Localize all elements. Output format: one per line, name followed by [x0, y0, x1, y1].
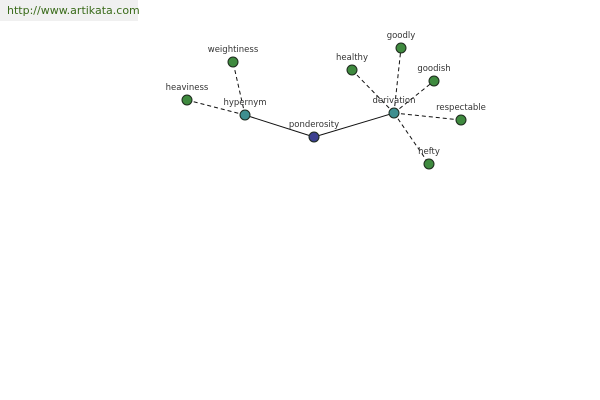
node-label-goodish[interactable]: goodish	[417, 64, 450, 74]
node-label-goodly[interactable]: goodly	[387, 31, 416, 41]
edge-derivation-hefty	[393, 112, 430, 165]
node-label-respectable[interactable]: respectable	[436, 103, 486, 113]
node-label-ponderosity[interactable]: ponderosity	[289, 120, 339, 130]
edge-ponderosity-hypernym	[244, 114, 315, 138]
site-url-link[interactable]: http://www.artikata.com	[7, 4, 140, 17]
label-layer: ponderosity hypernym derivation weightiness…	[166, 31, 486, 157]
edge-ponderosity-derivation	[313, 112, 395, 138]
node-layer	[181, 42, 467, 170]
node-healthy[interactable]	[346, 64, 358, 76]
node-label-heaviness[interactable]: heaviness	[166, 83, 209, 93]
node-label-hefty[interactable]: hefty	[418, 147, 440, 157]
node-heaviness[interactable]	[181, 94, 193, 106]
url-bar: http://www.artikata.com	[0, 0, 140, 21]
node-label-weightiness[interactable]: weightiness	[208, 45, 259, 55]
node-label-derivation[interactable]: derivation	[372, 96, 415, 106]
edge-derivation-healthy	[351, 69, 395, 114]
node-respectable[interactable]	[455, 114, 467, 126]
node-derivation[interactable]	[388, 107, 400, 119]
node-hypernym[interactable]	[239, 109, 251, 121]
edge-derivation-respectable	[393, 112, 462, 121]
node-goodly[interactable]	[395, 42, 407, 54]
node-label-healthy[interactable]: healthy	[336, 53, 368, 63]
edge-hypernym-heaviness	[186, 99, 246, 116]
node-hefty[interactable]	[423, 158, 435, 170]
edge-derivation-goodly	[393, 47, 402, 114]
edge-hypernym-weightiness	[232, 61, 246, 116]
node-weightiness[interactable]	[227, 56, 239, 68]
node-label-hypernym[interactable]: hypernym	[223, 98, 266, 108]
node-goodish[interactable]	[428, 75, 440, 87]
edge-layer	[186, 47, 462, 165]
node-ponderosity[interactable]	[308, 131, 320, 143]
edge-derivation-goodish	[393, 80, 435, 114]
